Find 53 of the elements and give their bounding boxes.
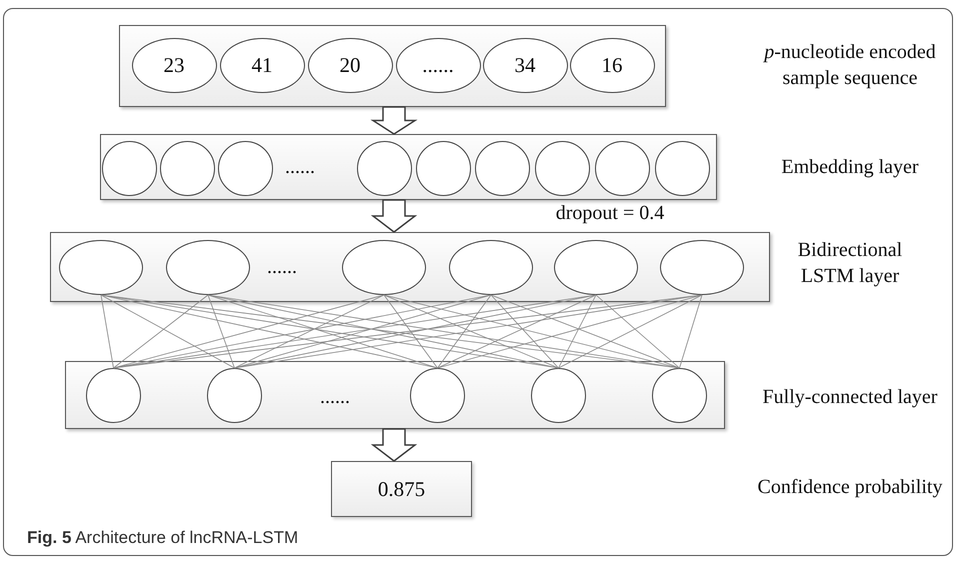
connection-line bbox=[384, 294, 680, 368]
value-ellipse: 34 bbox=[482, 38, 568, 92]
layer-box bbox=[119, 25, 666, 107]
output-box: 0.875 bbox=[331, 461, 472, 517]
connection-line bbox=[208, 294, 438, 368]
connection-line bbox=[490, 294, 680, 368]
value-ellipse: 16 bbox=[570, 38, 654, 92]
connection-line bbox=[208, 294, 235, 368]
neuron-circle bbox=[652, 368, 706, 422]
connection-line bbox=[208, 294, 559, 368]
layer-box bbox=[65, 361, 725, 429]
connection-line bbox=[234, 294, 384, 368]
neuron-circle bbox=[530, 368, 586, 422]
connection-line bbox=[558, 294, 702, 368]
layer-label: Bidirectional LSTM layer bbox=[796, 238, 904, 289]
connection-line bbox=[437, 294, 596, 368]
value-ellipse: 20 bbox=[308, 38, 392, 92]
block-arrow bbox=[370, 199, 418, 233]
ellipsis: ...... bbox=[320, 385, 350, 410]
connection-line bbox=[100, 294, 114, 368]
layer-label: Confidence probability bbox=[756, 475, 944, 500]
figure-caption: Fig. 5 Architecture of lncRNA-LSTM bbox=[27, 528, 298, 548]
connection-line bbox=[234, 294, 492, 368]
neuron-circle bbox=[206, 368, 262, 422]
ellipsis: ...... bbox=[267, 255, 297, 280]
layer-label: p-nucleotide encoded sample sequence bbox=[762, 40, 937, 91]
layer-box bbox=[50, 232, 770, 302]
connection-line bbox=[384, 294, 559, 368]
connection-line bbox=[234, 294, 596, 368]
connection-line bbox=[113, 294, 384, 368]
connection-line bbox=[100, 294, 438, 368]
value-ellipse: ...... bbox=[396, 38, 480, 92]
connection-line bbox=[113, 294, 208, 368]
connection-line bbox=[100, 294, 235, 368]
dropout-note: dropout = 0.4 bbox=[556, 201, 664, 226]
connection-line bbox=[490, 294, 559, 368]
value-ellipse: 23 bbox=[132, 38, 216, 92]
connection-line bbox=[679, 294, 702, 368]
layer-box bbox=[100, 134, 717, 200]
connection-line bbox=[437, 294, 702, 368]
neuron-circle bbox=[410, 368, 464, 422]
ellipsis: ...... bbox=[285, 155, 315, 180]
value-ellipse: 41 bbox=[220, 38, 304, 92]
block-arrow bbox=[370, 428, 418, 462]
connection-line bbox=[558, 294, 596, 368]
connection-line bbox=[596, 294, 680, 368]
connection-line bbox=[384, 294, 438, 368]
neuron-circle bbox=[86, 368, 140, 422]
connection-line bbox=[437, 294, 492, 368]
layer-label: Fully-connected layer bbox=[762, 385, 938, 410]
block-arrow bbox=[370, 106, 418, 135]
layer-label: Embedding layer bbox=[780, 155, 920, 180]
neuron-circle bbox=[102, 140, 156, 196]
